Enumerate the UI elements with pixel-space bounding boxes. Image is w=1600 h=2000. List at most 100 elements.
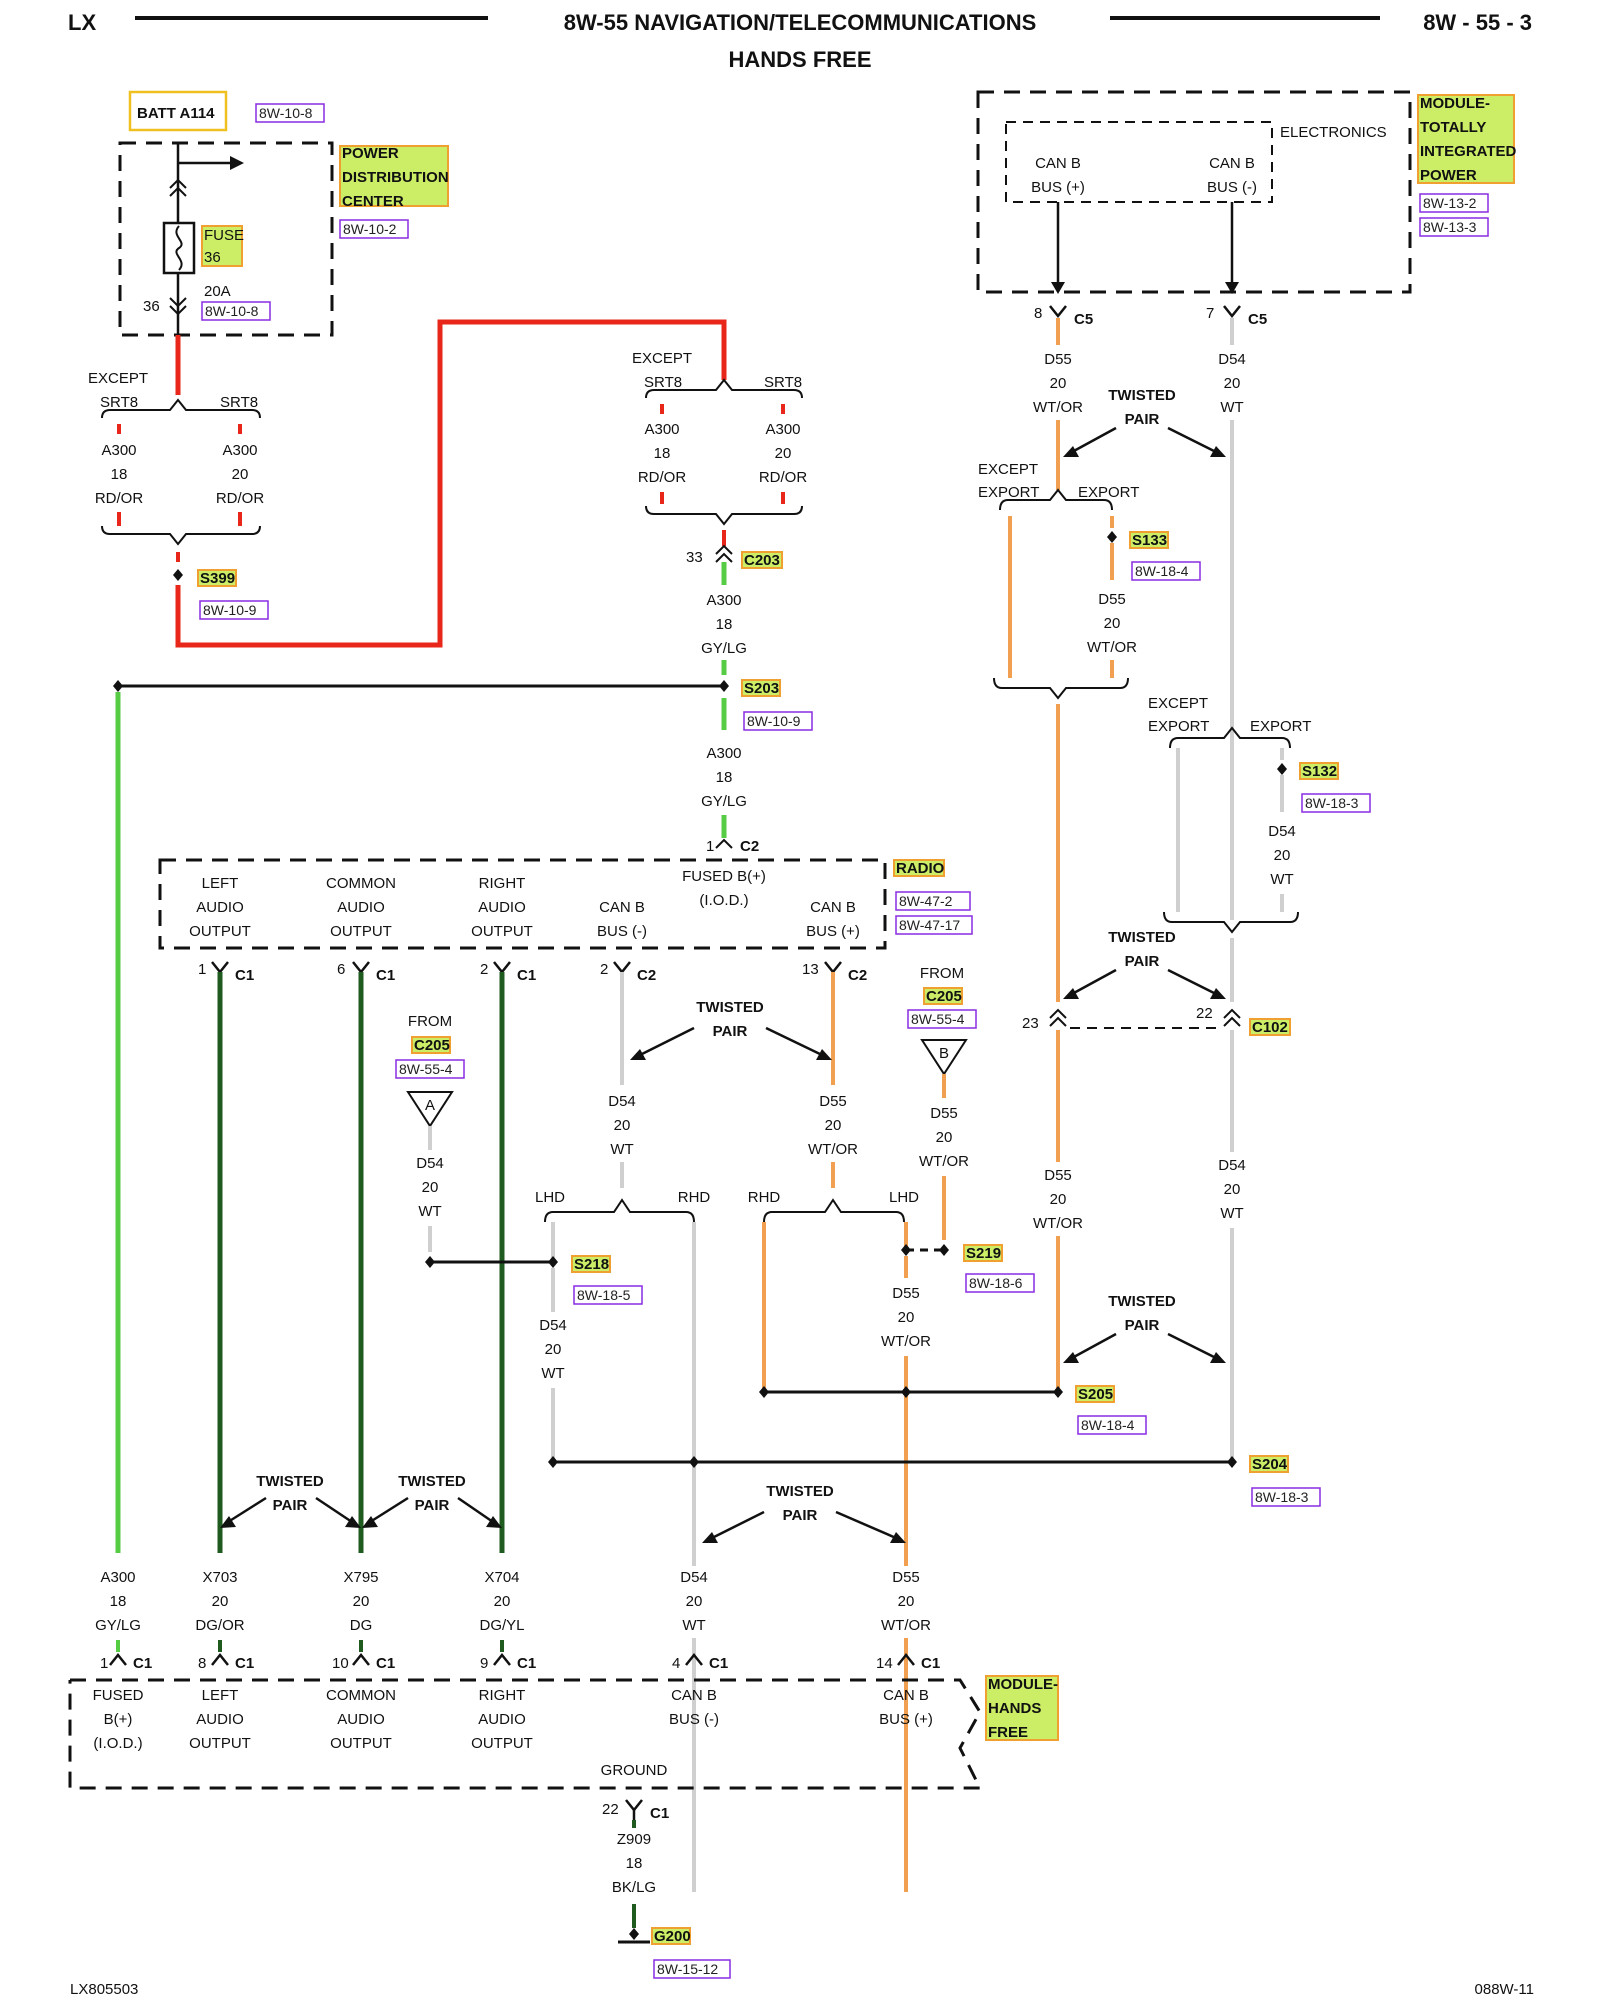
from-c205-a[interactable]: FROM C205 8W-55-4 A — [395, 1013, 465, 1128]
g200-label[interactable]: G200 — [651, 1927, 691, 1945]
svg-text:WT/OR: WT/OR — [919, 1153, 969, 1170]
svg-text:PAIR: PAIR — [1125, 1317, 1160, 1334]
page-title: 8W-55 NAVIGATION/TELECOMMUNICATIONS — [564, 10, 1037, 35]
svg-text:WT: WT — [541, 1365, 564, 1382]
s205-label[interactable]: S205 — [1075, 1385, 1115, 1403]
svg-text:Z909: Z909 — [617, 1831, 651, 1848]
svg-text:DG: DG — [350, 1617, 373, 1634]
option-brace-export-top-d54 — [1169, 726, 1291, 749]
svg-text:TWISTED: TWISTED — [256, 1473, 324, 1490]
s218-label[interactable]: S218 — [571, 1255, 611, 1273]
svg-text:8W-18-4: 8W-18-4 — [1135, 563, 1189, 579]
twisted-pair-c102: TWISTED PAIR — [1063, 929, 1226, 999]
wire-label-d55-s133: D55 20 WT/OR — [1087, 591, 1137, 656]
svg-text:BK/LG: BK/LG — [612, 1879, 656, 1896]
radio-ref-1[interactable]: 8W-47-2 — [895, 891, 971, 911]
radio-ref-2[interactable]: 8W-47-17 — [895, 915, 973, 935]
svg-text:C5: C5 — [1248, 311, 1267, 328]
option-brace-bottom-left — [101, 525, 261, 546]
c2-1-conn: C2 — [740, 838, 759, 855]
wire-label-d55-from-b: D55 20 WT/OR — [919, 1105, 969, 1170]
svg-text:FREE: FREE — [988, 1724, 1028, 1741]
s204-ref[interactable]: 8W-18-3 — [1251, 1487, 1321, 1507]
c102-label[interactable]: C102 — [1249, 1018, 1291, 1036]
svg-text:A: A — [425, 1097, 435, 1114]
svg-text:TWISTED: TWISTED — [766, 1483, 834, 1500]
tipm-ref-1[interactable]: 8W-13-2 — [1419, 193, 1489, 213]
s203-dot — [719, 680, 729, 692]
s218-ref[interactable]: 8W-18-5 — [573, 1285, 643, 1305]
s132-dot — [1277, 763, 1287, 775]
svg-text:18: 18 — [626, 1855, 643, 1872]
svg-text:GY/LG: GY/LG — [701, 793, 747, 810]
svg-text:TWISTED: TWISTED — [696, 999, 764, 1016]
srt8-left-a: SRT8 — [100, 394, 138, 411]
except-export-d54-1: EXCEPT — [1148, 695, 1208, 712]
svg-text:20: 20 — [545, 1341, 562, 1358]
svg-text:INTEGRATED: INTEGRATED — [1420, 143, 1517, 160]
c203-label[interactable]: C203 — [741, 551, 783, 569]
s133-ref[interactable]: 8W-18-4 — [1131, 561, 1201, 581]
svg-text:PAIR: PAIR — [1125, 411, 1160, 428]
svg-text:D54: D54 — [1218, 351, 1246, 368]
wire-a300-red-crossover — [175, 319, 727, 648]
svg-text:X703: X703 — [202, 1569, 237, 1586]
twisted-pair-tipm: TWISTED PAIR — [1063, 387, 1226, 457]
from-c205-b[interactable]: FROM C205 8W-55-4 B — [907, 965, 977, 1076]
svg-text:36: 36 — [204, 249, 221, 266]
svg-text:PAIR: PAIR — [713, 1023, 748, 1040]
c203-pin: 33 — [686, 549, 703, 566]
wire-label-d54-s132: D54 20 WT — [1268, 823, 1296, 888]
svg-text:WT/OR: WT/OR — [1087, 639, 1137, 656]
fuse-ref[interactable]: 8W-10-8 — [201, 301, 271, 321]
s219-ref[interactable]: 8W-18-6 — [965, 1273, 1035, 1293]
s204-label[interactable]: S204 — [1249, 1455, 1289, 1473]
c5-8: 8 C5 — [1034, 305, 1093, 328]
svg-text:RD/OR: RD/OR — [638, 469, 687, 486]
svg-text:20: 20 — [422, 1179, 439, 1196]
svg-text:OUTPUT: OUTPUT — [471, 923, 533, 940]
wire-label-a300-20-rdor-center: A300 20 RD/OR — [759, 421, 808, 486]
svg-text:D54: D54 — [680, 1569, 708, 1586]
hfm-c1-8: 8 C1 — [198, 1652, 254, 1672]
svg-text:18: 18 — [111, 466, 128, 483]
svg-text:RD/OR: RD/OR — [95, 490, 144, 507]
s203-label[interactable]: S203 — [741, 679, 781, 697]
tipm-ref-2[interactable]: 8W-13-3 — [1419, 217, 1489, 237]
radio-box — [158, 858, 887, 950]
batt-ref[interactable]: 8W-10-8 — [255, 103, 325, 123]
svg-text:C1: C1 — [517, 967, 536, 984]
srt8-center-a: SRT8 — [644, 374, 682, 391]
lhd-label-left: LHD — [535, 1189, 565, 1206]
svg-text:AUDIO: AUDIO — [478, 1711, 526, 1728]
s399-dot — [173, 569, 183, 581]
svg-text:WT/OR: WT/OR — [881, 1617, 931, 1634]
tipm-electronics-box — [1005, 121, 1273, 203]
s203-ref[interactable]: 8W-10-9 — [743, 711, 813, 731]
svg-text:C1: C1 — [921, 1655, 940, 1672]
s133-label[interactable]: S133 — [1129, 531, 1169, 549]
s219-label[interactable]: S219 — [963, 1244, 1003, 1262]
hfm-pin-left-audio: LEFT AUDIO OUTPUT — [189, 1687, 251, 1752]
wire-label-a300-18-gylg-1: A300 18 GY/LG — [701, 592, 747, 657]
except-export-d54-2: EXPORT — [1148, 718, 1209, 735]
pdc-ref[interactable]: 8W-10-2 — [339, 219, 409, 239]
svg-text:8W-10-9: 8W-10-9 — [747, 713, 801, 729]
s399-ref[interactable]: 8W-10-9 — [199, 600, 269, 620]
label-gap — [492, 1566, 512, 1638]
svg-text:C2: C2 — [848, 967, 867, 984]
twisted-pair-lower-right: TWISTED PAIR — [1063, 1293, 1226, 1363]
svg-text:8W-18-3: 8W-18-3 — [1255, 1489, 1309, 1505]
g200-ref[interactable]: 8W-15-12 — [653, 1959, 731, 1979]
svg-text:A300: A300 — [706, 592, 741, 609]
svg-text:WT: WT — [418, 1203, 441, 1220]
s132-label[interactable]: S132 — [1299, 762, 1339, 780]
svg-text:8W-18-4: 8W-18-4 — [1081, 1417, 1135, 1433]
wire-label-x704: X704 20 DG/YL — [479, 1569, 524, 1634]
s399-label[interactable]: S399 — [197, 569, 237, 587]
wire-label-d54-from-a: D54 20 WT — [416, 1155, 444, 1220]
s132-ref[interactable]: 8W-18-3 — [1301, 793, 1371, 813]
svg-text:13: 13 — [802, 961, 819, 978]
s205-ref[interactable]: 8W-18-4 — [1077, 1415, 1147, 1435]
radio-label[interactable]: RADIO — [893, 859, 945, 877]
